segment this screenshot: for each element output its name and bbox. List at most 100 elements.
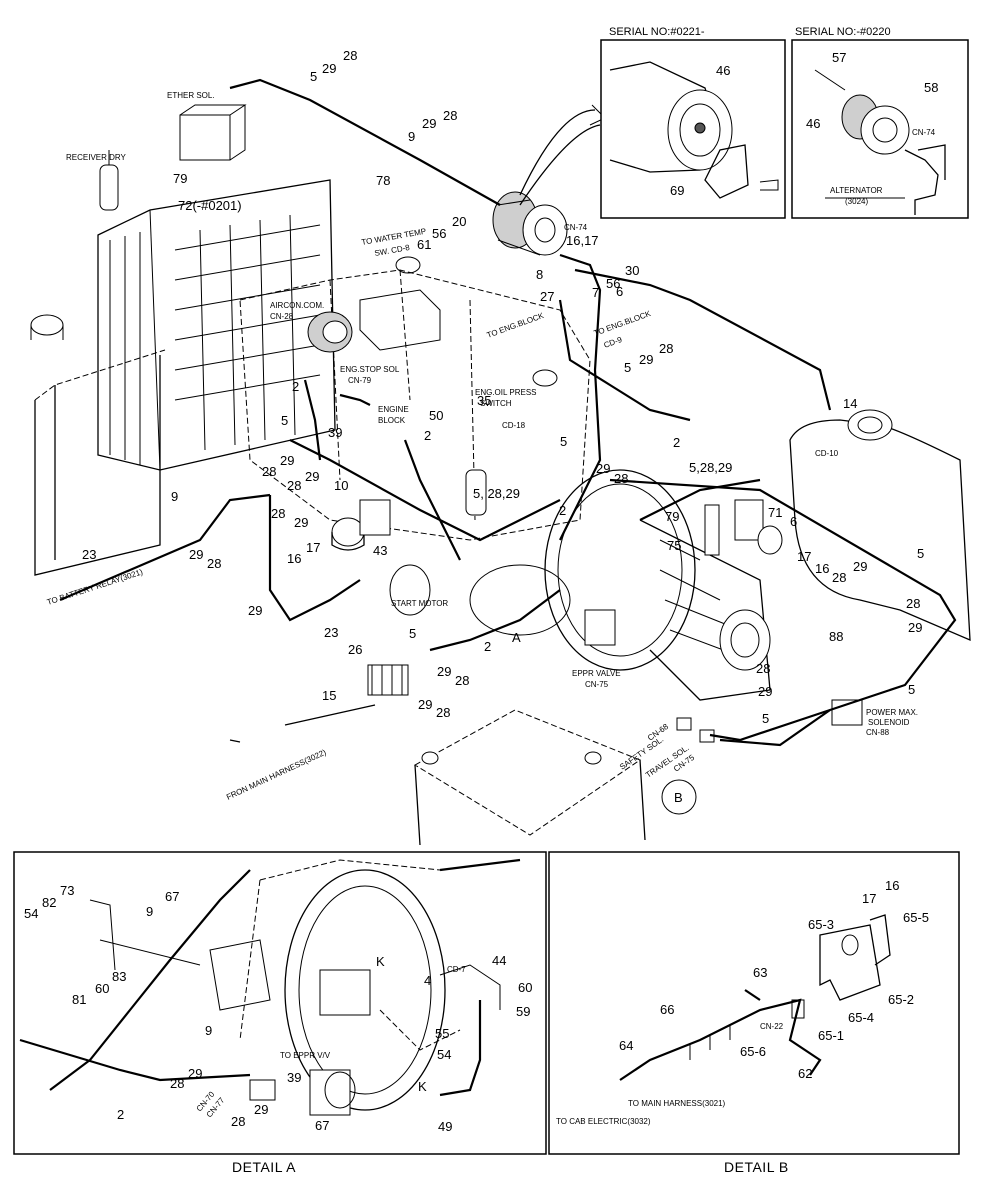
part-number: 55: [435, 1026, 449, 1041]
part-number: 44: [492, 953, 506, 968]
part-number: 28: [832, 570, 846, 585]
part-number: 29: [758, 684, 772, 699]
part-number: 59: [516, 1004, 530, 1019]
part-number: 14: [843, 396, 857, 411]
harness-lines: [59, 78, 957, 747]
part-number: 29: [322, 61, 336, 76]
label-from-main-harness: FRON MAIN HARNESS(3022): [225, 747, 328, 801]
part-number: 57: [832, 50, 846, 65]
part-number: 10: [334, 478, 348, 493]
muffler: [789, 409, 971, 642]
marker-k1: K: [376, 954, 385, 969]
part-number: 63: [753, 965, 767, 980]
part-number: 2: [484, 639, 491, 654]
part-number: 28: [170, 1076, 184, 1091]
part-number: 82: [42, 895, 56, 910]
part-number: 2: [117, 1107, 124, 1122]
part-number: 67: [315, 1118, 329, 1133]
label-eng-stop-1: ENG.STOP SOL: [340, 365, 400, 374]
inset-serial-0220: SERIAL NO:-#0220: [791, 26, 969, 219]
part-number: 9: [408, 129, 415, 144]
part-number: 29: [853, 559, 867, 574]
part-number: 49: [438, 1119, 452, 1134]
part-number: 5: [917, 546, 924, 561]
part-number: 5, 28,29: [473, 486, 520, 501]
part-number: 78: [376, 173, 390, 188]
label-receiver-dry: RECEIVER DRY: [66, 153, 127, 162]
part-number: 28: [906, 596, 920, 611]
part-number: 69: [670, 183, 684, 198]
part-number: 6: [616, 284, 623, 299]
part-number: 29: [280, 453, 294, 468]
part-number: 81: [72, 992, 86, 1007]
inset-serial-0221-label: SERIAL NO:#0221-: [609, 26, 705, 38]
part-number: 56: [606, 276, 620, 291]
part-number: 29: [254, 1102, 268, 1117]
part-number: 16: [815, 561, 829, 576]
part-number: 4: [424, 973, 431, 988]
part-number: 39: [287, 1070, 301, 1085]
main-illustration: [30, 78, 971, 846]
part-number: 23: [82, 547, 96, 562]
part-number: 28: [756, 661, 770, 676]
eppr-valve: [584, 609, 616, 646]
detail-a-panel: [13, 851, 547, 1155]
part-number: 5: [560, 434, 567, 449]
part-number: 9: [205, 1023, 212, 1038]
label-power-max-1: POWER MAX.: [866, 708, 918, 717]
part-number: 9: [171, 489, 178, 504]
part-number: 54: [24, 906, 38, 921]
label-72: 72(-#0201): [178, 198, 242, 213]
radiator: [97, 104, 336, 471]
right-components: [465, 469, 863, 743]
part-number: 67: [165, 889, 179, 904]
label-oil-press-1: ENG.OIL PRESS: [475, 388, 537, 397]
label-eppr-valve-2: CN-75: [585, 680, 609, 689]
ether-solenoid: [179, 114, 231, 161]
part-number: 17: [797, 549, 811, 564]
part-number: 5: [624, 360, 631, 375]
part-number: 28: [614, 471, 628, 486]
engine-block: [239, 256, 591, 541]
label-cn74: CN-74: [564, 223, 588, 232]
part-number: 7: [592, 285, 599, 300]
part-number: 5,28,29: [689, 460, 732, 475]
caption-detail-b: DETAIL B: [724, 1159, 789, 1175]
label-start-motor: START MOTOR: [391, 599, 448, 608]
part-number: 50: [429, 408, 443, 423]
receiver-dryer: [99, 164, 119, 211]
part-number: 5: [409, 626, 416, 641]
label-power-max-2: SOLENOID: [868, 718, 910, 727]
label-ether-sol: ETHER SOL.: [167, 91, 215, 100]
label-battery-relay: TO BATTERY RELAY(3021): [46, 567, 144, 607]
detail-b-panel: [548, 851, 960, 1155]
part-numbers: 28 29 5 28 29 9 79 78 20 56 61 16,17 8 2…: [24, 48, 938, 1134]
label-power-max-3: CN-88: [866, 728, 890, 737]
part-number: 65-2: [888, 992, 914, 1007]
part-number: 29: [305, 469, 319, 484]
callout-arrow: [519, 109, 596, 196]
hydraulic-tank: [30, 314, 166, 576]
label-water-temp-2: SW. CD-8: [374, 243, 411, 258]
part-number: 61: [417, 237, 431, 252]
label-eppr-valve-1: EPPR VALVE: [572, 669, 621, 678]
aircon-compressor: [307, 311, 353, 353]
start-motor: [331, 499, 431, 616]
part-number: 79: [665, 509, 679, 524]
marker-b: B: [674, 790, 683, 805]
part-number: 88: [829, 629, 843, 644]
label-to-eppr: TO EPPR V/V: [280, 1051, 331, 1060]
part-number: 35: [477, 393, 491, 408]
part-number: 16,17: [566, 233, 599, 248]
part-number: 65-3: [808, 917, 834, 932]
label-cn22: CN-22: [760, 1022, 784, 1031]
part-number: 29: [639, 352, 653, 367]
part-number: 28: [455, 673, 469, 688]
part-number: 2: [292, 379, 299, 394]
part-number: 8: [536, 267, 543, 282]
part-number: 2: [673, 435, 680, 450]
alternator: [492, 191, 568, 256]
part-number: 83: [112, 969, 126, 984]
part-number: 29: [437, 664, 451, 679]
